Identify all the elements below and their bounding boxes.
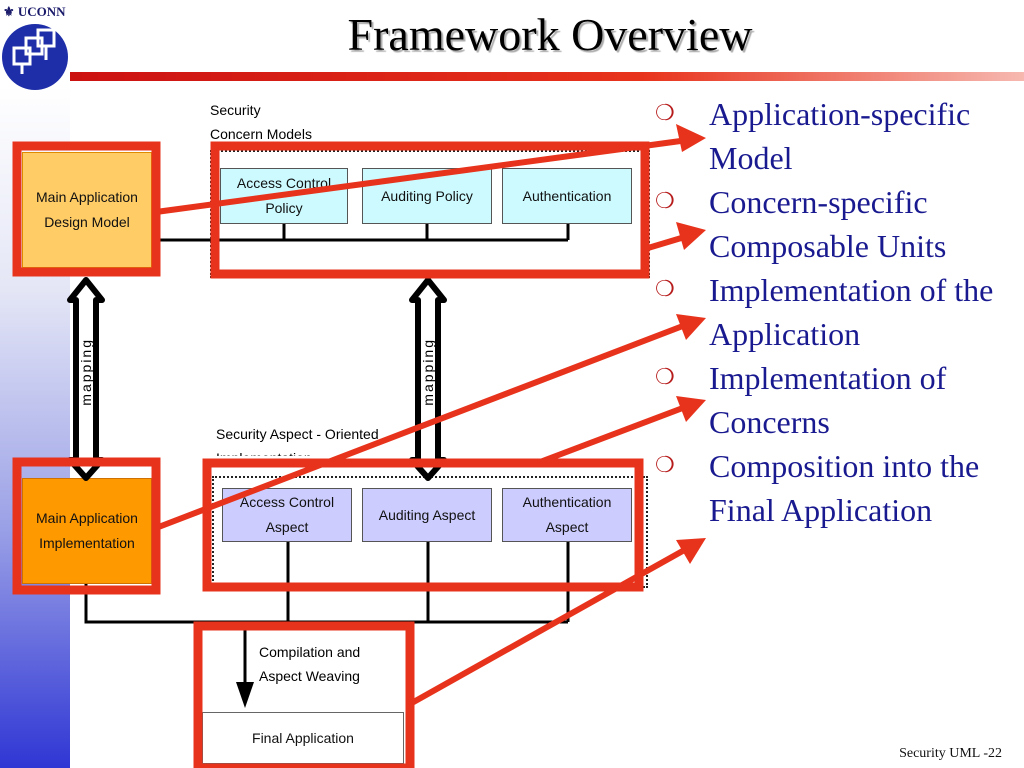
bullet-text: Implementation of Concerns [709,360,947,440]
bullet-text: Application-specific Model [709,96,971,176]
highlight-aspects [202,458,644,592]
cse-network-graphic [12,28,56,74]
pointer-arrows [154,124,706,707]
slide-footer: Security UML -22 [899,746,1002,761]
pointer-head-1 [676,124,706,152]
bullet-text: Implementation of the Application [709,272,994,352]
aspect-auditing: Auditing Aspect [362,488,492,542]
highlight-concern-models [210,141,650,279]
logo-text: UCONN [17,4,66,19]
concern-model-access-control-line2: Policy [265,200,303,216]
main-implementation-box: Main Application Implementation [22,478,152,584]
main-implementation-line2: Implementation [39,535,135,551]
pointer-head-3 [676,314,706,340]
slide-title: Framework Overview [347,9,753,60]
aspect-access-control-line2: Aspect [265,519,309,535]
bullet-item: ❍ Implementation of Concerns [655,356,1020,444]
cse-network-logo-icon [2,24,68,90]
bullet-item: ❍ Composition into the Final Application [655,444,1020,532]
title-underline-bar [70,72,1024,81]
aspect-access-control-line1: Access Control [239,494,335,510]
concern-model-auditing-label: Auditing Policy [381,187,473,204]
bullet-list: ❍ Application-specific Model ❍ Concern-spe… [655,92,1020,532]
ring-bullet-icon: ❍ [655,100,675,125]
weaving-arrow-head [236,682,254,708]
pointer-head-5 [676,538,706,564]
pointer-head-2 [676,222,706,250]
aspect-authentication-line2: Aspect [545,519,589,535]
concern-model-authentication-label: Authentication [522,187,612,204]
pointer-line-4 [538,403,690,465]
concern-models-label: Security Concern Models [210,98,312,146]
concern-model-access-control-line1: Access Control [236,175,332,191]
concern-models-label-line2: Concern Models [210,126,312,142]
pointer-line-5 [408,545,690,707]
pointer-line-1 [155,137,689,215]
aspect-implementation-label-line1: Security Aspect - Oriented [216,426,379,442]
concern-model-authentication: Authentication [502,168,632,224]
ring-bullet-icon: ❍ [655,188,675,213]
main-design-model-line2: Design Model [44,214,130,230]
weaving-label-line1: Compilation and [259,644,361,660]
bullet-item: ❍ Concern-specific Composable Units [655,180,1020,268]
bullet-item: ❍ Implementation of the Application [655,268,1020,356]
weaving-label: Compilation and Aspect Weaving [259,640,360,688]
ring-bullet-icon: ❍ [655,276,675,301]
aspect-implementation-label: Security Aspect - Oriented Implementatio… [216,422,379,456]
bullet-item: ❍ Application-specific Model [655,92,1020,180]
highlight-main-implementation [12,457,161,595]
highlight-final-application [193,621,415,768]
weaving-label-line2: Aspect Weaving [259,668,360,684]
uconn-seal-icon: ⚜ [3,4,15,19]
main-design-model-line1: Main Application [36,189,138,205]
ring-bullet-icon: ❍ [655,364,675,389]
uconn-logo: ⚜ UCONN [3,4,66,20]
pointer-line-3 [154,321,690,531]
aspect-auditing-label: Auditing Aspect [378,506,476,523]
mapping-label-right: mapping [420,338,436,406]
main-implementation-line1: Main Application [36,510,138,526]
aspect-implementation-label-line2: Implementation [216,446,379,456]
concern-model-auditing: Auditing Policy [362,168,492,224]
concern-models-label-line1: Security [210,102,261,118]
bullet-text: Concern-specific Composable Units [709,184,947,264]
mapping-label-left: mapping [78,338,94,406]
ring-bullet-icon: ❍ [655,452,675,477]
final-application-label: Final Application [252,729,354,746]
bullet-text: Composition into the Final Application [709,448,980,528]
pointer-head-4 [676,396,706,422]
highlight-design-model [12,141,161,277]
top-connectors [152,224,570,242]
aspect-authentication-line1: Authentication [522,494,612,510]
